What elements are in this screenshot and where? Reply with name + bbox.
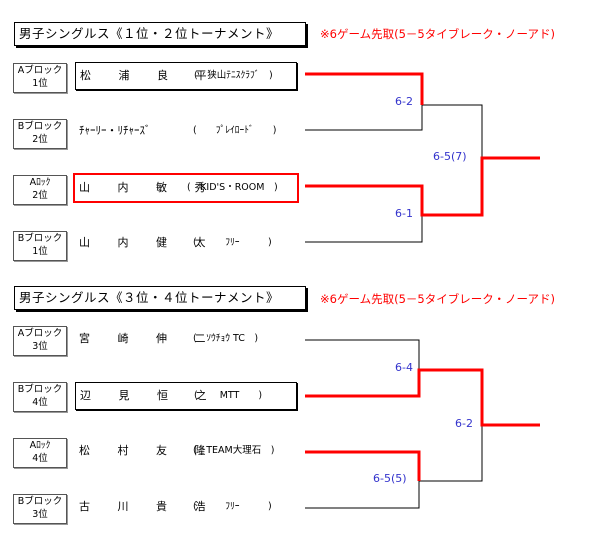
- bracket2-lines: [305, 339, 540, 509]
- bracket1-line-p4: [305, 215, 423, 243]
- bracket2-semi1-score: 6-4: [395, 361, 413, 374]
- bracket1-rule-note: ※6ゲーム先取(5－5タイブレーク・ノーアド): [320, 27, 556, 41]
- bracket2-line-p4: [305, 481, 420, 509]
- bracket2-title: 男子シングルス《３位・４位トーナメント》: [14, 286, 306, 310]
- bracket2-player-3: 松 村 友 隆 ( TEAM大理石 ): [79, 444, 275, 457]
- bracket1-semi2-score: 6-1: [395, 207, 413, 220]
- bracket2-rule-note: ※6ゲーム先取(5－5タイブレーク・ノーアド): [320, 292, 556, 306]
- bracket1-line-p2: [305, 105, 423, 131]
- bracket1-player-1: 松 浦 良 平 ( 狭山ﾃﾆｽｸﾗﾌﾞ ): [75, 62, 297, 90]
- bracket2-player-2: 辺 見 恒 之 ( MTT ): [75, 382, 297, 410]
- bracket1-player-2: ﾁｬｰﾘｰ・ﾘﾁｬｰｽﾞ ( ﾌﾟﾚｲﾛｰﾄﾞ ): [79, 124, 277, 137]
- bracket2-final-score: 6-2: [455, 417, 473, 430]
- bracket2-win-path-3: [305, 450, 421, 481]
- bracket1-final-score: 6-5(7): [433, 150, 467, 163]
- bracket2-player-1: 宮 崎 伸 二 ( ｿｳﾁｮｳ TC ): [79, 332, 259, 345]
- bracket1-win-path-1: [305, 72, 424, 105]
- bracket1-win-path-3: [305, 156, 540, 217]
- bracket2-win-path-2: [305, 368, 540, 427]
- bracket1-lines: [305, 72, 540, 243]
- bracket1-player-4: 山 内 健 太 ( ﾌﾘｰ ): [79, 236, 272, 249]
- bracket1-semi1-score: 6-2: [395, 95, 413, 108]
- bracket2-player-4: 古 川 貴 浩 ( ﾌﾘｰ ): [79, 500, 272, 513]
- bracket2-line-p1: [305, 339, 420, 370]
- bracket1-player-3: 山 内 敏 秀 ( KID'S・ROOM ): [73, 173, 299, 203]
- bracket1-title: 男子シングルス《１位・２位トーナメント》: [14, 22, 306, 46]
- bracket1-line-upper-semi: [422, 104, 483, 158]
- bracket2-line-lower-semi: [419, 425, 483, 482]
- bracket2-semi2-score: 6-5(5): [373, 472, 407, 485]
